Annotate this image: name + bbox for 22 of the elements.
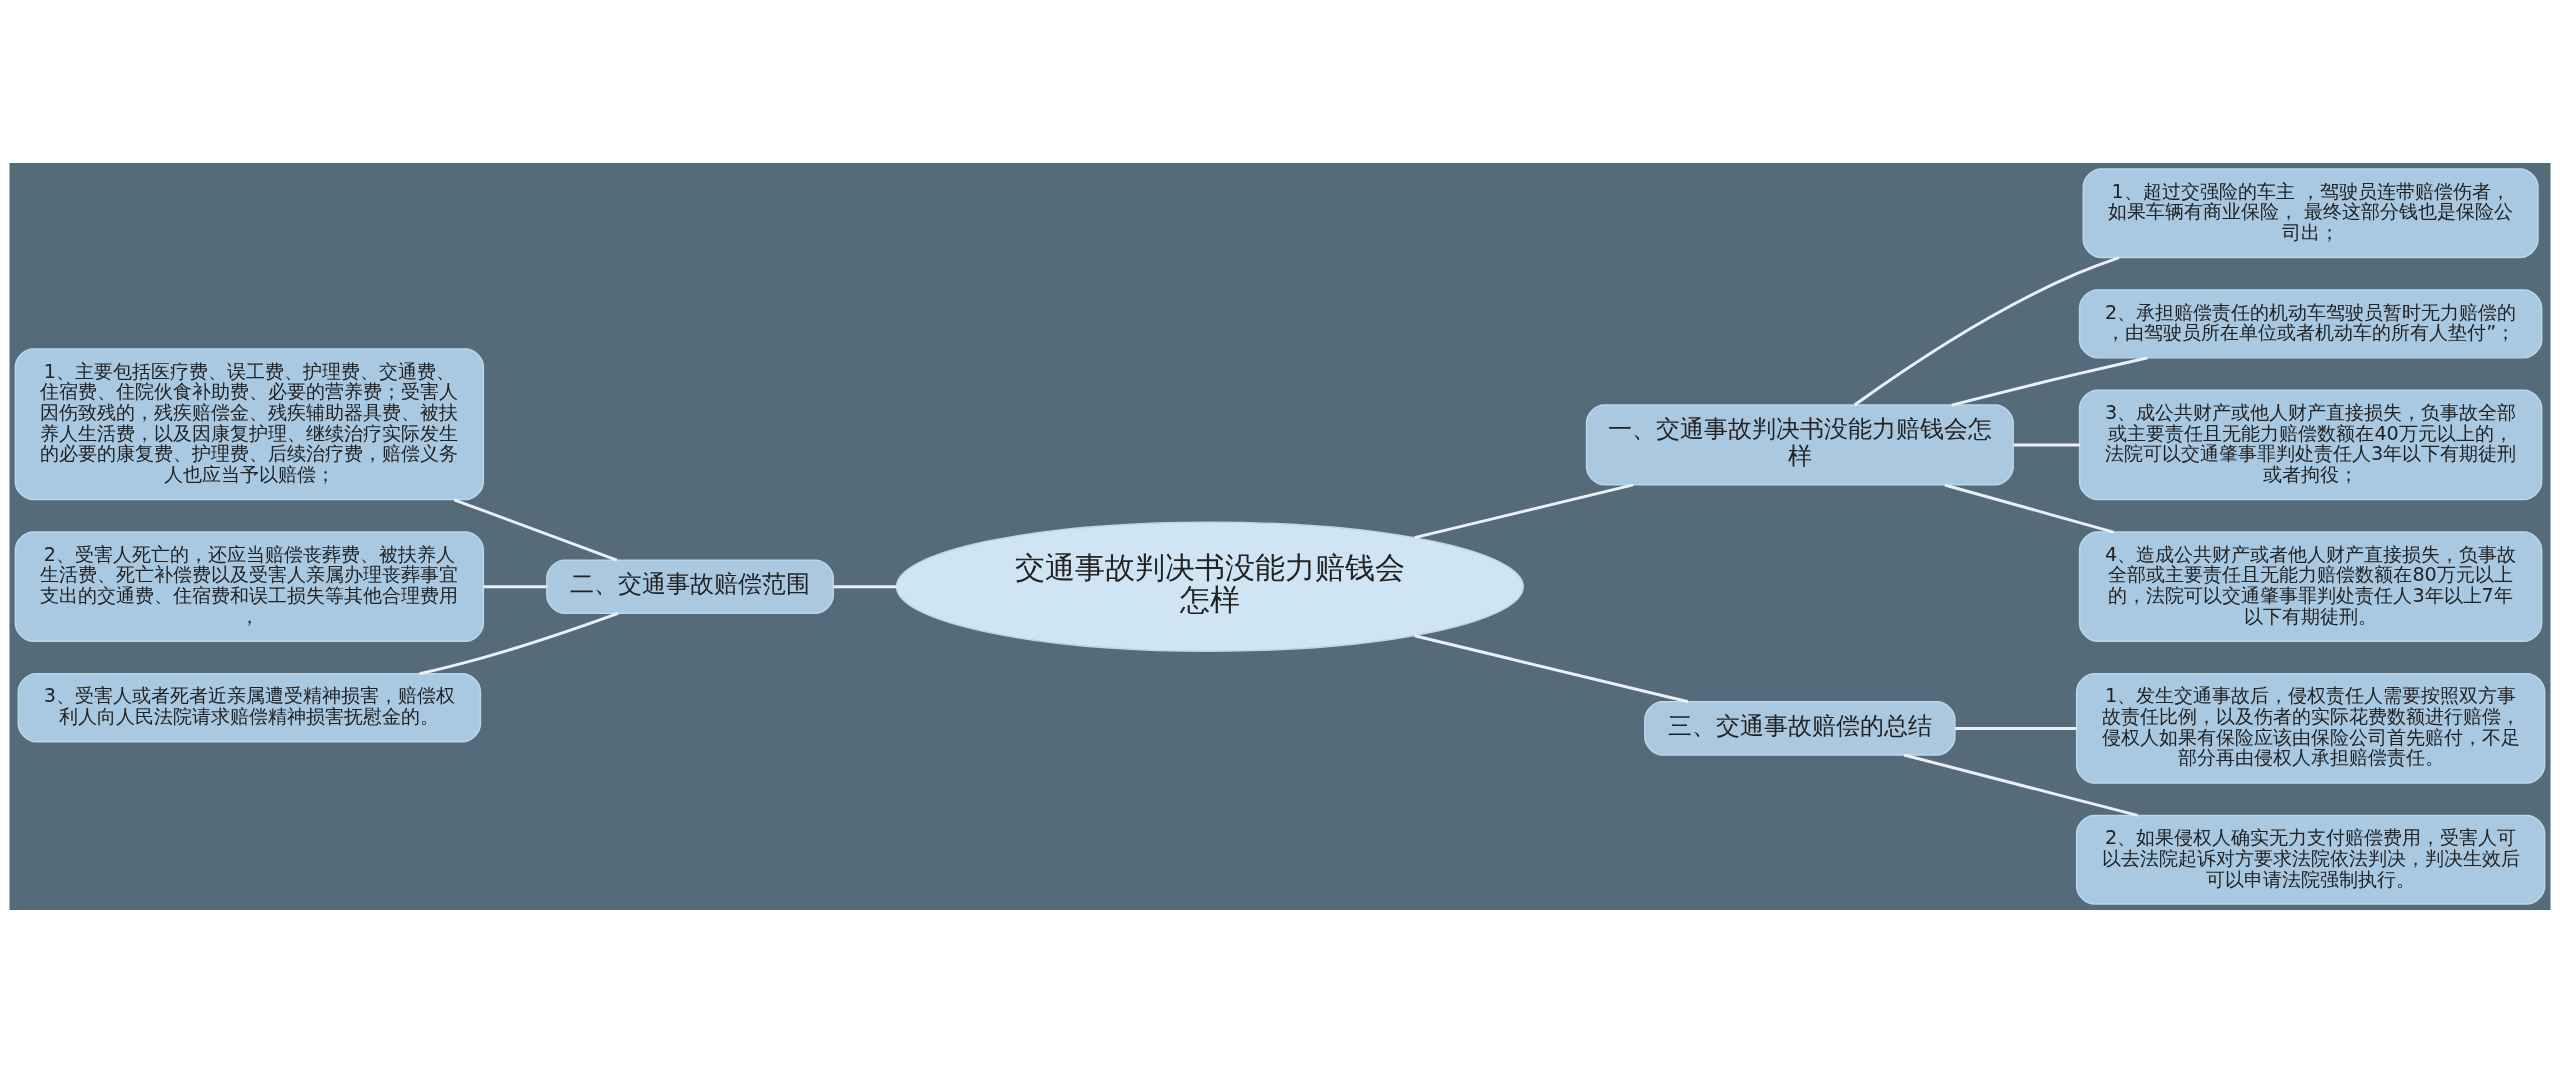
connector <box>1414 482 1634 539</box>
connector <box>483 584 547 588</box>
node-box: 1、主要包括医疗费、误工费、护理费、交通费、住宿费、住院伙食补助费、必要的营养费；受害人因伤致残的，残疾赔偿金、残疾辅助器具费、被扶养人生活费，以及因康复护理、继续治疗实际发生的必要的康复费、护理费、后续治疗费，赔偿义务人也应当予以赔偿； <box>14 347 485 500</box>
node-box: 2、如果侵权人确实无力支付赔偿费用，受害人可以去法院起诉对方要求法院依法判决，判决生效后可以申请法院强制执行。 <box>2075 814 2546 905</box>
connector <box>2013 443 2080 446</box>
node-box: 一、交通事故判决书没能力赔钱会怎样 <box>1585 403 2014 486</box>
connector <box>1944 483 2114 533</box>
node-box: 4、造成公共财产或者他人财产直接损失，负事故全部或主要责任且无能力赔偿数额在80万元以上的，法院可以交通肇事罪判处责任人3年以上7年以下有期徒刑。 <box>2078 530 2543 642</box>
node-box: 2、承担赔偿责任的机动车驾驶员暂时无力赔偿的，由驾驶员所在单位或者机动车的所有人垫付”； <box>2078 288 2543 359</box>
node-box: 二、交通事故赔偿范围 <box>546 558 834 614</box>
node-box: 3、成公共财产或他人财产直接损失，负事故全部或主要责任且无能力赔偿数额在40万元以上的，法院可以交通肇事罪判处责任人3年以下有期徒刑或者拘役； <box>2078 389 2543 500</box>
node-box: 2、受害人死亡的，还应当赔偿丧葬费、被扶养人生活费、死亡补偿费以及受害人亲属办理丧葬事宜支出的交通费、住宿费和误工损失等其他合理费用， <box>14 530 485 642</box>
connector <box>1414 633 1689 703</box>
node-box: 3、受害人或者死者近亲属遭受精神损害，赔偿权利人向人民法院请求赔偿精神损害抚慰金的。 <box>17 672 482 742</box>
connector <box>1955 726 2077 730</box>
node-ellipse: 交通事故判决书没能力赔钱会怎样 <box>895 520 1524 652</box>
node-box: 1、发生交通事故后，侵权责任人需要按照双方事故责任比例，以及伤者的实际花费数额进行赔偿，侵权人如果有保险应该由保险公司首先赔付，不足部分再由侵权人承担赔偿责任。 <box>2075 672 2546 784</box>
node-box: 1、超过交强险的车主 ，驾驶员连带赔偿伤者，如果车辆有商业保险， 最终这部分钱也是保险公司出； <box>2082 167 2539 258</box>
node-box: 三、交通事故赔偿的总结 <box>1644 700 1956 756</box>
connector <box>833 584 897 588</box>
connector <box>453 497 618 561</box>
connector <box>1853 255 2120 406</box>
